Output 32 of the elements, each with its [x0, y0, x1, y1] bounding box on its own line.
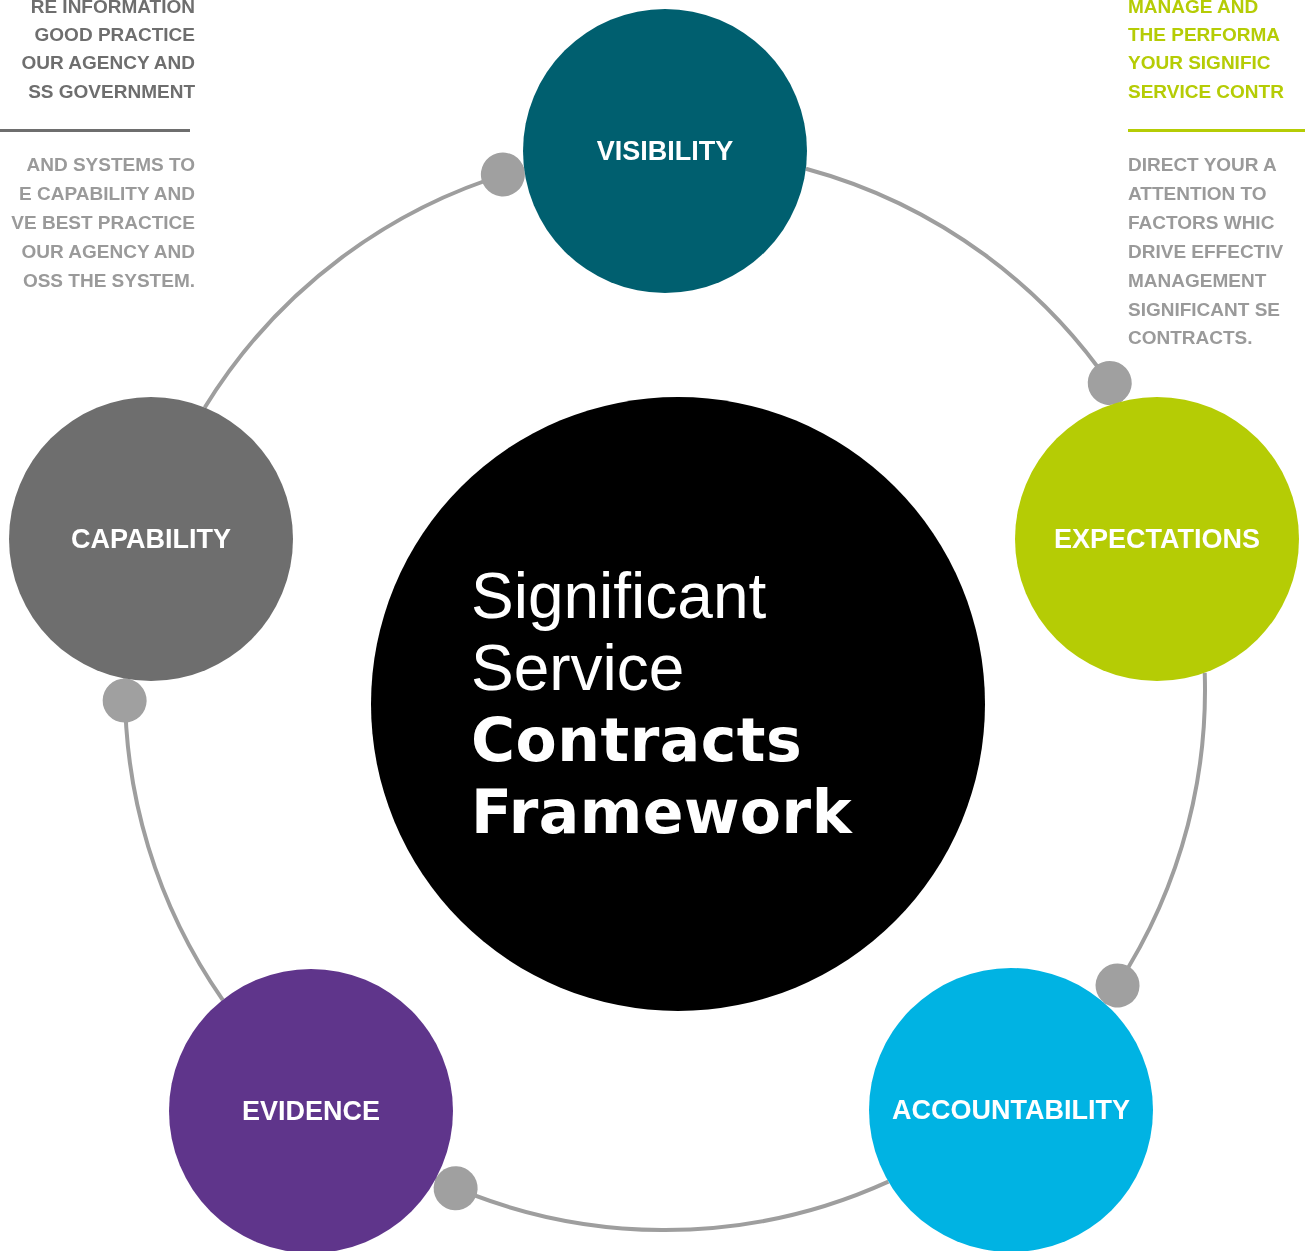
description-text: SIGNIFICANT SE [1128, 298, 1280, 322]
connector-arc [1094, 672, 1207, 1007]
heading-text: SS GOVERNMENT [28, 80, 195, 104]
description-text: DRIVE EFFECTIV [1128, 240, 1284, 264]
pillar-label: VISIBILITY [596, 135, 734, 167]
heading-text: SERVICE CONTR [1128, 80, 1284, 104]
description-text: AND SYSTEMS TO [26, 153, 195, 177]
connector-arc [104, 678, 225, 1001]
heading-text: MANAGE AND [1128, 0, 1259, 19]
heading-text: THE PERFORMA [1128, 23, 1280, 47]
heading-text: YOUR SIGNIFIC [1128, 51, 1271, 75]
heading-text: OUR AGENCY AND [21, 51, 195, 75]
description-text: ATTENTION TO [1128, 182, 1267, 206]
connector-arc [805, 166, 1131, 406]
description-text: DIRECT YOUR A [1128, 153, 1277, 177]
description-text: VE BEST PRACTICE [11, 211, 195, 235]
description-text: E CAPABILITY AND [19, 182, 195, 206]
description-text: OUR AGENCY AND [21, 240, 195, 264]
description-text: CONTRACTS. [1128, 326, 1253, 350]
heading-text: GOOD PRACTICE [34, 23, 195, 47]
framework-title: Significant Service [471, 560, 768, 704]
pillar-label: ACCOUNTABILITY [892, 1094, 1130, 1126]
description-text: OSS THE SYSTEM. [22, 269, 195, 293]
description-text: MANAGEMENT [1128, 269, 1267, 293]
pillar-label: CAPABILITY [71, 523, 231, 555]
connector-arc [203, 153, 526, 409]
framework-title-bold: Contracts Framework [471, 704, 854, 848]
heading-text: RE INFORMATION [30, 0, 195, 19]
connector-arc [434, 1165, 890, 1232]
pillar-label: EXPECTATIONS [1054, 523, 1260, 555]
pillar-label: EVIDENCE [241, 1095, 380, 1127]
description-text: FACTORS WHIC [1128, 211, 1275, 235]
